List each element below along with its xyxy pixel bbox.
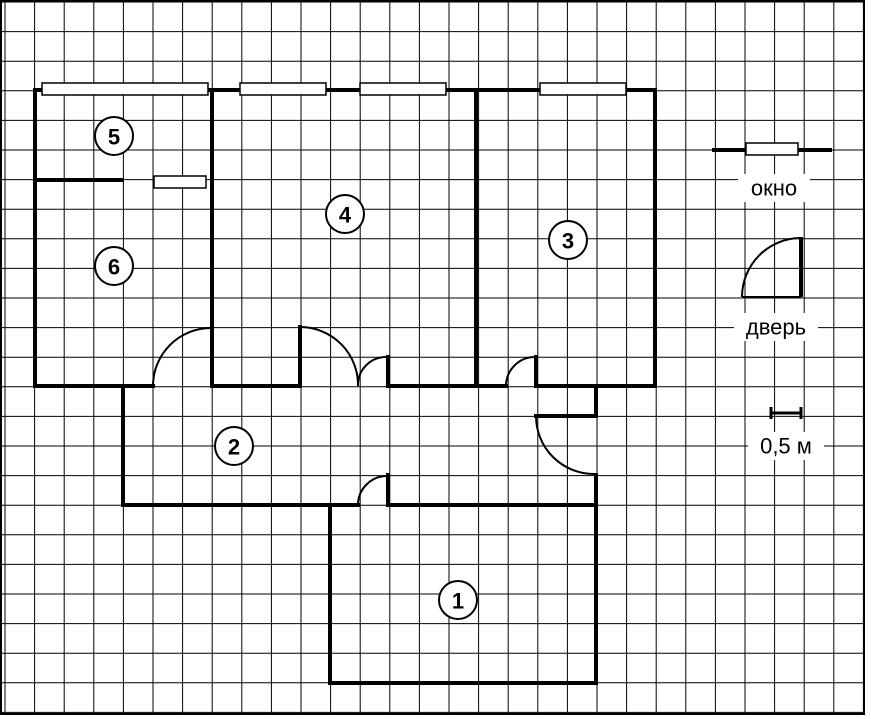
room-label-4: 4: [325, 194, 365, 234]
svg-text:3: 3: [562, 229, 574, 254]
door-4: [299, 326, 360, 387]
window-4a: [239, 82, 327, 96]
window-3: [539, 82, 627, 96]
room-label-3: 3: [548, 220, 588, 260]
window-6: [153, 175, 207, 189]
svg-text:2: 2: [228, 435, 240, 460]
legend-scale: 0,5 м: [748, 407, 824, 460]
room-label-6: 6: [94, 246, 134, 286]
door-bath: [535, 415, 595, 475]
room-label-2: 2: [214, 426, 254, 466]
window-4b: [359, 82, 447, 96]
window-5: [41, 82, 209, 96]
legend-scale-label: 0,5 м: [760, 434, 812, 459]
svg-text:1: 1: [452, 589, 464, 614]
door-3: [505, 356, 536, 387]
svg-text:6: 6: [108, 255, 120, 280]
legend-window: окно: [712, 142, 832, 202]
svg-text:4: 4: [339, 203, 352, 228]
legend-door: дверь: [734, 237, 818, 341]
legend-door-label: дверь: [746, 315, 806, 340]
svg-text:5: 5: [108, 125, 120, 150]
doors: [152, 326, 595, 506]
door-6: [152, 327, 212, 387]
door-1: [357, 475, 388, 506]
windows: [41, 82, 627, 189]
door-4-small: [356, 356, 387, 387]
room-label-1: 1: [438, 580, 478, 620]
room-labels: 5 6 4 3 2 1: [94, 116, 588, 620]
room-label-5: 5: [94, 116, 134, 156]
legend-window-label: окно: [751, 176, 797, 201]
legend: окно дверь 0,5 м: [712, 142, 832, 460]
